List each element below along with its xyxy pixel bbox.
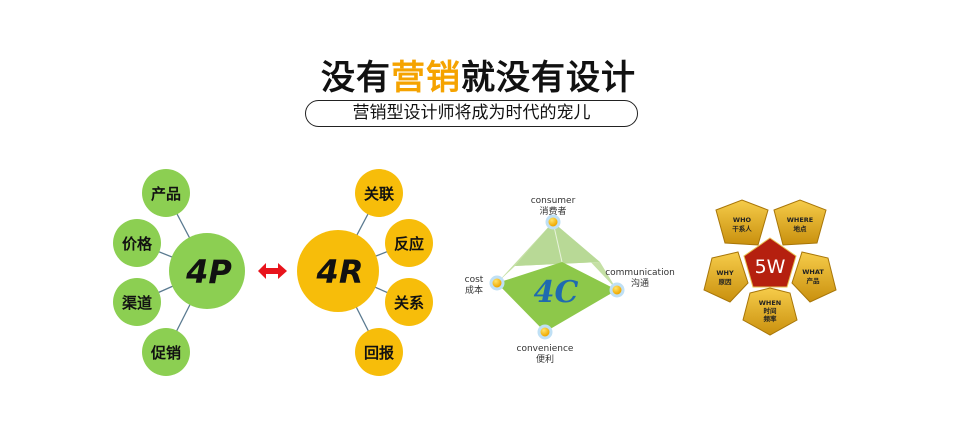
node-label: 关系: [394, 294, 424, 312]
petal-where: [773, 199, 827, 246]
center-label-4c: 4C: [534, 275, 579, 310]
center-label-4r: 4R: [316, 253, 364, 291]
consumer-label: consumer: [531, 196, 576, 206]
node-circle: [355, 328, 403, 376]
center-circle-4r: [297, 230, 379, 312]
node-circle: [385, 278, 433, 326]
where-label-zh: 地点: [794, 224, 808, 233]
title-text: 没有: [321, 58, 391, 98]
petal-who: [715, 199, 769, 246]
diagram-5w: [703, 199, 837, 336]
cost-label-zh: 成本: [465, 284, 483, 296]
what-label-zh: 产品: [807, 276, 821, 285]
cost-dot: [489, 275, 505, 291]
cost-label: cost: [465, 275, 484, 285]
communication-dot: [609, 282, 625, 298]
communication-label: communication: [605, 268, 675, 278]
node-label: 回报: [364, 344, 394, 362]
node-circle: [142, 328, 190, 376]
what-label: WHAT: [802, 268, 824, 276]
why-label: WHY: [716, 269, 734, 277]
diagram-4c: 4C consumer 消费者 communication 沟通 conveni…: [465, 196, 675, 365]
node-label: 反应: [394, 235, 424, 253]
center-label-4p: 4P: [185, 253, 232, 291]
communication-label-zh: 沟通: [631, 277, 649, 289]
why-label-zh: 原因: [719, 277, 733, 286]
center-circle-4p: [169, 233, 245, 309]
node-circle: [113, 219, 161, 267]
page-title: 没有营销就没有设计: [0, 50, 957, 99]
center-pentagon: [743, 237, 797, 288]
when-label-zh2: 频率: [764, 314, 778, 323]
node-circle: [355, 169, 403, 217]
double-arrow-icon: [258, 263, 287, 279]
convenience-label-zh: 便利: [536, 353, 554, 365]
when-label: WHEN: [759, 299, 782, 307]
petal-what: [791, 251, 837, 303]
node-label: 价格: [122, 235, 153, 253]
title-text: 就没有设计: [461, 58, 636, 98]
who-label-zh: 干系人: [732, 224, 752, 233]
petal-why: [703, 251, 749, 303]
title-highlight: 营销: [391, 58, 461, 98]
node-circle: [142, 169, 190, 217]
node-label: 渠道: [122, 294, 152, 312]
where-label: WHERE: [787, 216, 814, 224]
node-label: 产品: [151, 185, 181, 203]
consumer-label-zh: 消费者: [539, 205, 566, 217]
convenience-label: convenience: [517, 344, 574, 354]
node-label: 促销: [150, 344, 181, 362]
petal-when: [742, 287, 798, 336]
node-circle: [113, 278, 161, 326]
when-label-zh: 时间: [764, 306, 778, 315]
who-label: WHO: [733, 216, 752, 224]
consumer-dot: [545, 214, 561, 230]
node-circle: [385, 219, 433, 267]
node-label: 关联: [364, 185, 395, 203]
center-label-5w: 5W: [755, 256, 786, 278]
subtitle-pill: 营销型设计师将成为时代的宠儿: [305, 100, 638, 127]
convenience-dot: [537, 324, 553, 340]
